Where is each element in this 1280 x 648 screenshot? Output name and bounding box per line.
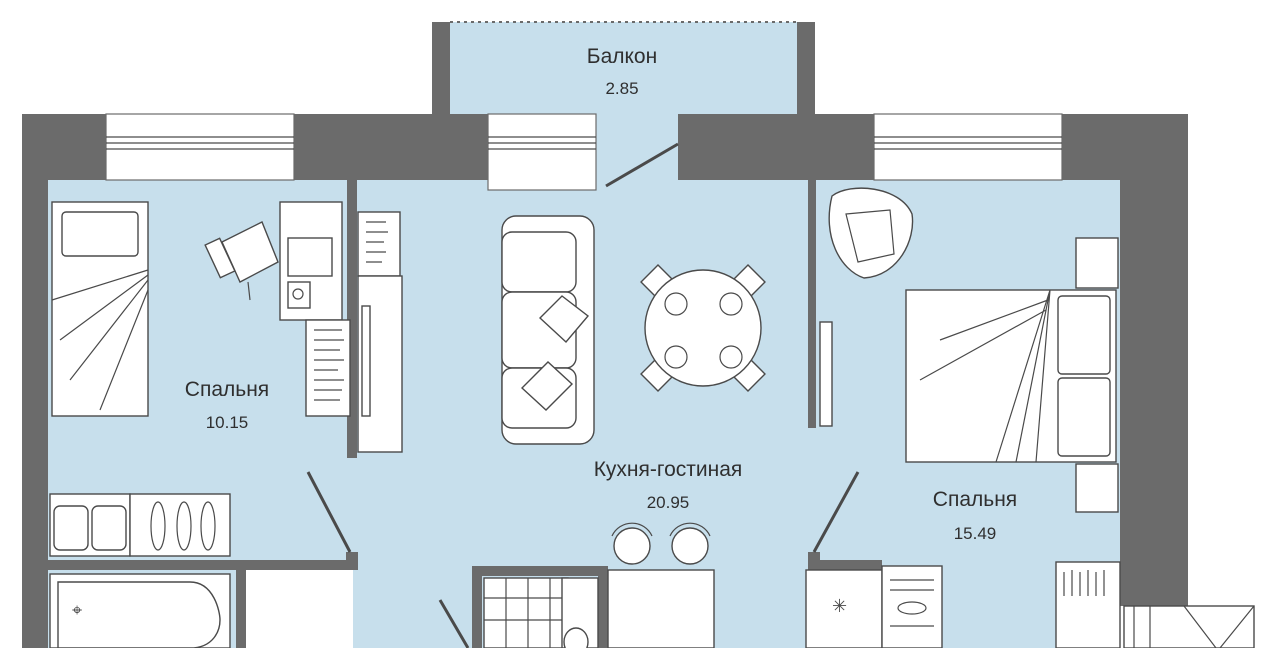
balcony-wall-right: [797, 22, 815, 118]
outer-wall-top-mid-left: [294, 114, 488, 180]
outer-wall-right: [1120, 114, 1188, 606]
room-labels: Балкон 2.85 Спальня 10.15 Кухня-гостиная…: [185, 45, 1017, 543]
desk-icon: [279, 201, 343, 321]
windows: [105, 21, 1063, 191]
sofa-icon: [501, 215, 595, 445]
corridor-wall-right: [808, 560, 882, 570]
partition-left: [347, 180, 357, 458]
outer-wall-top-left: [22, 114, 106, 180]
wc-wall-left: [472, 566, 482, 648]
outer-wall-left: [22, 114, 48, 648]
bathtub-icon: ⌖: [49, 573, 231, 648]
wc-wall-top: [472, 566, 608, 576]
balcony-door: [605, 142, 679, 188]
bath-partition-right: [236, 560, 246, 648]
door-bedroom-small: [306, 471, 352, 553]
tv-stand-icon: [357, 275, 403, 453]
bedroom-small-area: 10.15: [206, 413, 249, 432]
bedroom-large-label: Спальня: [933, 488, 1017, 511]
bedroom-small-label: Спальня: [185, 378, 269, 401]
nightstand-bottom-icon: [1075, 463, 1119, 513]
double-bed-icon: [905, 289, 1117, 463]
dryer-rack-icon: [129, 493, 231, 557]
corridor-wall-stub-left: [346, 552, 358, 570]
window-bedroom-large: [873, 113, 1063, 181]
entrance-door: [1123, 605, 1255, 648]
hallway-wardrobe-icon: [881, 565, 943, 648]
fridge-icon: ✳: [805, 569, 883, 648]
armchair-icon: [828, 187, 914, 279]
toilet-icon: [561, 577, 599, 648]
kitchen-living-furniture: [501, 215, 766, 648]
balcony-label: Балкон: [587, 45, 657, 68]
partition-right: [808, 180, 816, 428]
dining-table-icon: [640, 264, 766, 392]
single-bed-icon: [51, 201, 149, 417]
shower-tray-icon: [483, 577, 569, 648]
nightstand-top-icon: [1075, 237, 1119, 289]
doors: [306, 471, 860, 648]
balcony-wall-left: [432, 22, 450, 118]
bar-stools-icon: [611, 522, 711, 565]
svg-text:⌖: ⌖: [72, 600, 82, 621]
tv-wall-icon: [819, 321, 833, 427]
kitchen-island-icon: [607, 569, 715, 648]
wc-wall-right: [598, 566, 608, 648]
outer-wall-top-mid-right: [678, 114, 874, 180]
window-kitchen: [487, 113, 597, 191]
chair-icon: [204, 221, 279, 301]
window-bedroom-small: [105, 113, 295, 181]
svg-text:✳: ✳: [832, 596, 847, 617]
balcony-area: 2.85: [605, 79, 638, 98]
door-bedroom-large: [812, 471, 860, 553]
bath-partition-top: [48, 560, 238, 570]
bookshelf-icon: [305, 211, 401, 417]
bath-furniture: ⌖ ✳: [49, 493, 943, 648]
bedroom-small-furniture: [51, 201, 403, 453]
walls: [22, 22, 1188, 648]
bedroom-large-furniture: [819, 187, 1121, 648]
kitchen-living-label: Кухня-гостиная: [594, 458, 743, 481]
balcony-floor: [450, 22, 797, 114]
bedroom-large-area: 15.49: [954, 524, 997, 543]
corridor-wall-left: [246, 560, 358, 570]
wardrobe-icon: [1055, 561, 1121, 648]
kitchen-living-area: 20.95: [647, 493, 690, 512]
door-wc: [438, 599, 470, 648]
washer-icon: [49, 493, 131, 557]
